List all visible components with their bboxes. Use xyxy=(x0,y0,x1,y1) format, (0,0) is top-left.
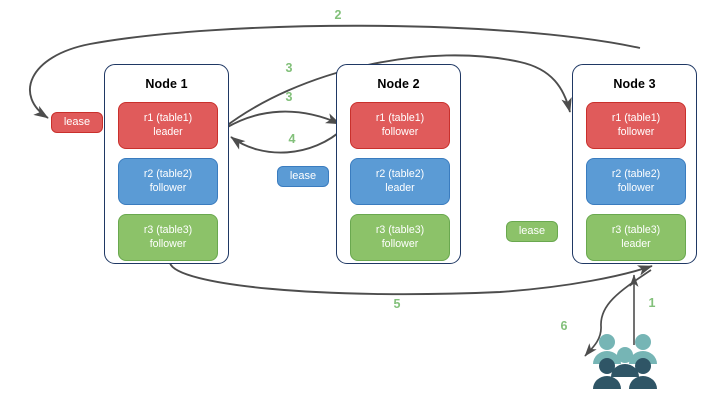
node-title-node3: Node 3 xyxy=(613,77,656,91)
replica-label-line1: r1 (table1) xyxy=(375,112,425,124)
replica-label-line1: r2 (table2) xyxy=(143,168,193,180)
users-icon xyxy=(593,334,657,389)
step-label-4: 4 xyxy=(288,132,296,146)
lease-badge-r1[interactable]: lease xyxy=(51,112,103,133)
step-label-6: 6 xyxy=(560,319,568,333)
replica-label-line2: follower xyxy=(617,125,655,138)
replica-label-line1: r1 (table1) xyxy=(611,112,661,124)
replica-label-line1: r1 (table1) xyxy=(143,112,193,124)
replica-label-line1: r3 (table3) xyxy=(143,224,193,236)
replica-n1r3[interactable]: r3 (table3) follower xyxy=(118,214,218,261)
replica-label-line2: leader xyxy=(385,181,415,194)
step-label-5: 5 xyxy=(393,297,401,311)
node-container-node3[interactable]: Node 3 r1 (table1) follower r2 (table2) … xyxy=(572,64,697,264)
replica-label-line2: follower xyxy=(617,181,655,194)
replica-label-line2: follower xyxy=(149,181,187,194)
replica-label-line2: follower xyxy=(381,125,419,138)
replica-label-line2: follower xyxy=(149,237,187,250)
replica-n3r3[interactable]: r3 (table3) leader xyxy=(586,214,686,261)
replica-label-line1: r3 (table3) xyxy=(611,224,661,236)
node-container-node1[interactable]: Node 1 r1 (table1) leader r2 (table2) fo… xyxy=(104,64,229,264)
node-container-node2[interactable]: Node 2 r1 (table1) follower r2 (table2) … xyxy=(336,64,461,264)
lease-badge-r2[interactable]: lease xyxy=(277,166,329,187)
step-label-2: 2 xyxy=(334,8,342,22)
replica-n1r1[interactable]: r1 (table1) leader xyxy=(118,102,218,149)
step-label-1: 1 xyxy=(648,296,656,310)
replica-label-line1: r3 (table3) xyxy=(375,224,425,236)
node-title-node1: Node 1 xyxy=(145,77,188,91)
replica-n2r1[interactable]: r1 (table1) follower xyxy=(350,102,450,149)
arrow-step-5 xyxy=(169,262,653,296)
replica-n3r1[interactable]: r1 (table1) follower xyxy=(586,102,686,149)
replica-n1r2[interactable]: r2 (table2) follower xyxy=(118,158,218,205)
step-label-3-upper: 3 xyxy=(285,61,293,75)
replica-label-line1: r2 (table2) xyxy=(375,168,425,180)
arrow-step-3-to-node2 xyxy=(220,110,341,132)
replica-n3r2[interactable]: r2 (table2) follower xyxy=(586,158,686,205)
lease-badge-r3[interactable]: lease xyxy=(506,221,558,242)
replica-label-line1: r2 (table2) xyxy=(611,168,661,180)
node-title-node2: Node 2 xyxy=(377,77,420,91)
replica-label-line2: leader xyxy=(153,125,183,138)
replica-n2r2[interactable]: r2 (table2) leader xyxy=(350,158,450,205)
step-label-3-lower: 3 xyxy=(285,90,293,104)
replica-label-line2: leader xyxy=(621,237,651,250)
replica-n2r3[interactable]: r3 (table3) follower xyxy=(350,214,450,261)
replica-label-line2: follower xyxy=(381,237,419,250)
